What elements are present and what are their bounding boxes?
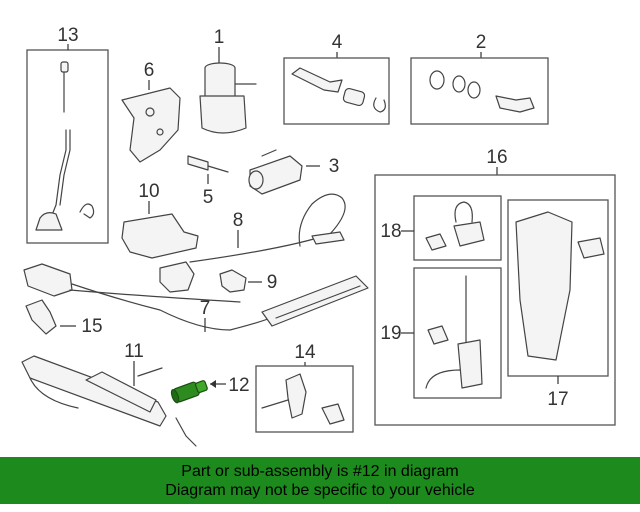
bracket-6 bbox=[121, 87, 181, 163]
callout-10[interactable]: 10 bbox=[138, 181, 159, 202]
callout-16[interactable]: 16 bbox=[486, 147, 507, 168]
strut-11 bbox=[21, 355, 167, 427]
cable-housing-7 bbox=[261, 275, 369, 327]
part-14-group[interactable]: 14 bbox=[255, 342, 354, 433]
part-16-box bbox=[374, 174, 616, 426]
parts-diagram: 13 6 1 5 3 4 bbox=[21, 25, 616, 447]
callout-12[interactable]: 12 bbox=[228, 375, 249, 396]
part-14-box bbox=[255, 365, 354, 433]
clip-9 bbox=[219, 269, 247, 293]
actuator-body bbox=[199, 95, 247, 134]
switch-18 bbox=[453, 221, 485, 247]
part-18-box bbox=[413, 195, 502, 261]
solenoid-3 bbox=[249, 155, 303, 195]
part-17-group[interactable]: 17 bbox=[507, 199, 609, 410]
cable-bracket-8 bbox=[159, 261, 195, 293]
callout-6[interactable]: 6 bbox=[144, 60, 155, 81]
callout-19[interactable]: 19 bbox=[380, 323, 401, 344]
part-19-group[interactable]: 19 bbox=[380, 267, 502, 399]
part-18-group[interactable]: 18 bbox=[380, 195, 502, 261]
callout-13[interactable]: 13 bbox=[57, 25, 78, 46]
part-6-group[interactable]: 6 bbox=[121, 60, 181, 163]
part-15-group[interactable]: 15 bbox=[25, 299, 103, 337]
callout-3[interactable]: 3 bbox=[329, 156, 340, 177]
shift-knob-base bbox=[35, 212, 63, 231]
callout-15[interactable]: 15 bbox=[81, 316, 102, 337]
callout-17[interactable]: 17 bbox=[547, 389, 568, 410]
cable-end-4 bbox=[291, 67, 343, 93]
callout-14[interactable]: 14 bbox=[294, 342, 316, 363]
callout-18[interactable]: 18 bbox=[380, 221, 401, 242]
callout-4[interactable]: 4 bbox=[332, 32, 343, 53]
callout-9[interactable]: 9 bbox=[267, 272, 278, 293]
part-16-group[interactable]: 16 18 19 17 bbox=[374, 147, 616, 426]
part-4-box bbox=[283, 57, 390, 125]
part-10-group[interactable]: 10 bbox=[121, 181, 199, 259]
callout-7[interactable]: 7 bbox=[200, 298, 211, 319]
callout-1[interactable]: 1 bbox=[214, 27, 225, 48]
part-7-group[interactable]: 7 bbox=[23, 263, 369, 332]
cable-end-7-left bbox=[23, 263, 73, 297]
part-1-group[interactable]: 1 bbox=[199, 27, 257, 134]
footer-banner: Part or sub-assembly is #12 in diagram D… bbox=[0, 457, 640, 504]
part-13-box bbox=[26, 49, 109, 244]
part-13-group[interactable]: 13 bbox=[26, 25, 109, 244]
part-3-group[interactable]: 3 bbox=[248, 149, 340, 195]
part-4-group[interactable]: 4 bbox=[283, 32, 390, 125]
bracket-15 bbox=[25, 299, 57, 335]
callout-8[interactable]: 8 bbox=[233, 210, 244, 231]
bracket-14 bbox=[285, 373, 307, 419]
part-12-sensor[interactable] bbox=[170, 378, 209, 404]
part-11-group[interactable]: 11 bbox=[21, 341, 197, 447]
callout-11[interactable]: 11 bbox=[124, 341, 144, 362]
cover-10 bbox=[121, 213, 199, 259]
part-2-box bbox=[410, 57, 549, 125]
actuator-motor bbox=[204, 68, 236, 101]
part-9-group[interactable]: 9 bbox=[219, 269, 278, 293]
housing-17 bbox=[515, 211, 573, 361]
callout-2[interactable]: 2 bbox=[476, 32, 487, 53]
part-12-group[interactable]: 12 bbox=[170, 375, 250, 404]
part-5-group[interactable]: 5 bbox=[187, 155, 229, 208]
actuator-19 bbox=[457, 339, 483, 389]
part-8-group[interactable]: 8 bbox=[159, 193, 346, 293]
footer-line-1: Part or sub-assembly is #12 in diagram bbox=[181, 463, 459, 480]
callout-5[interactable]: 5 bbox=[203, 187, 214, 208]
part-2-group[interactable]: 2 bbox=[410, 32, 549, 125]
part-19-box bbox=[413, 267, 502, 399]
footer-line-2: Diagram may not be specific to your vehi… bbox=[165, 482, 475, 499]
bolt-2 bbox=[495, 95, 535, 113]
